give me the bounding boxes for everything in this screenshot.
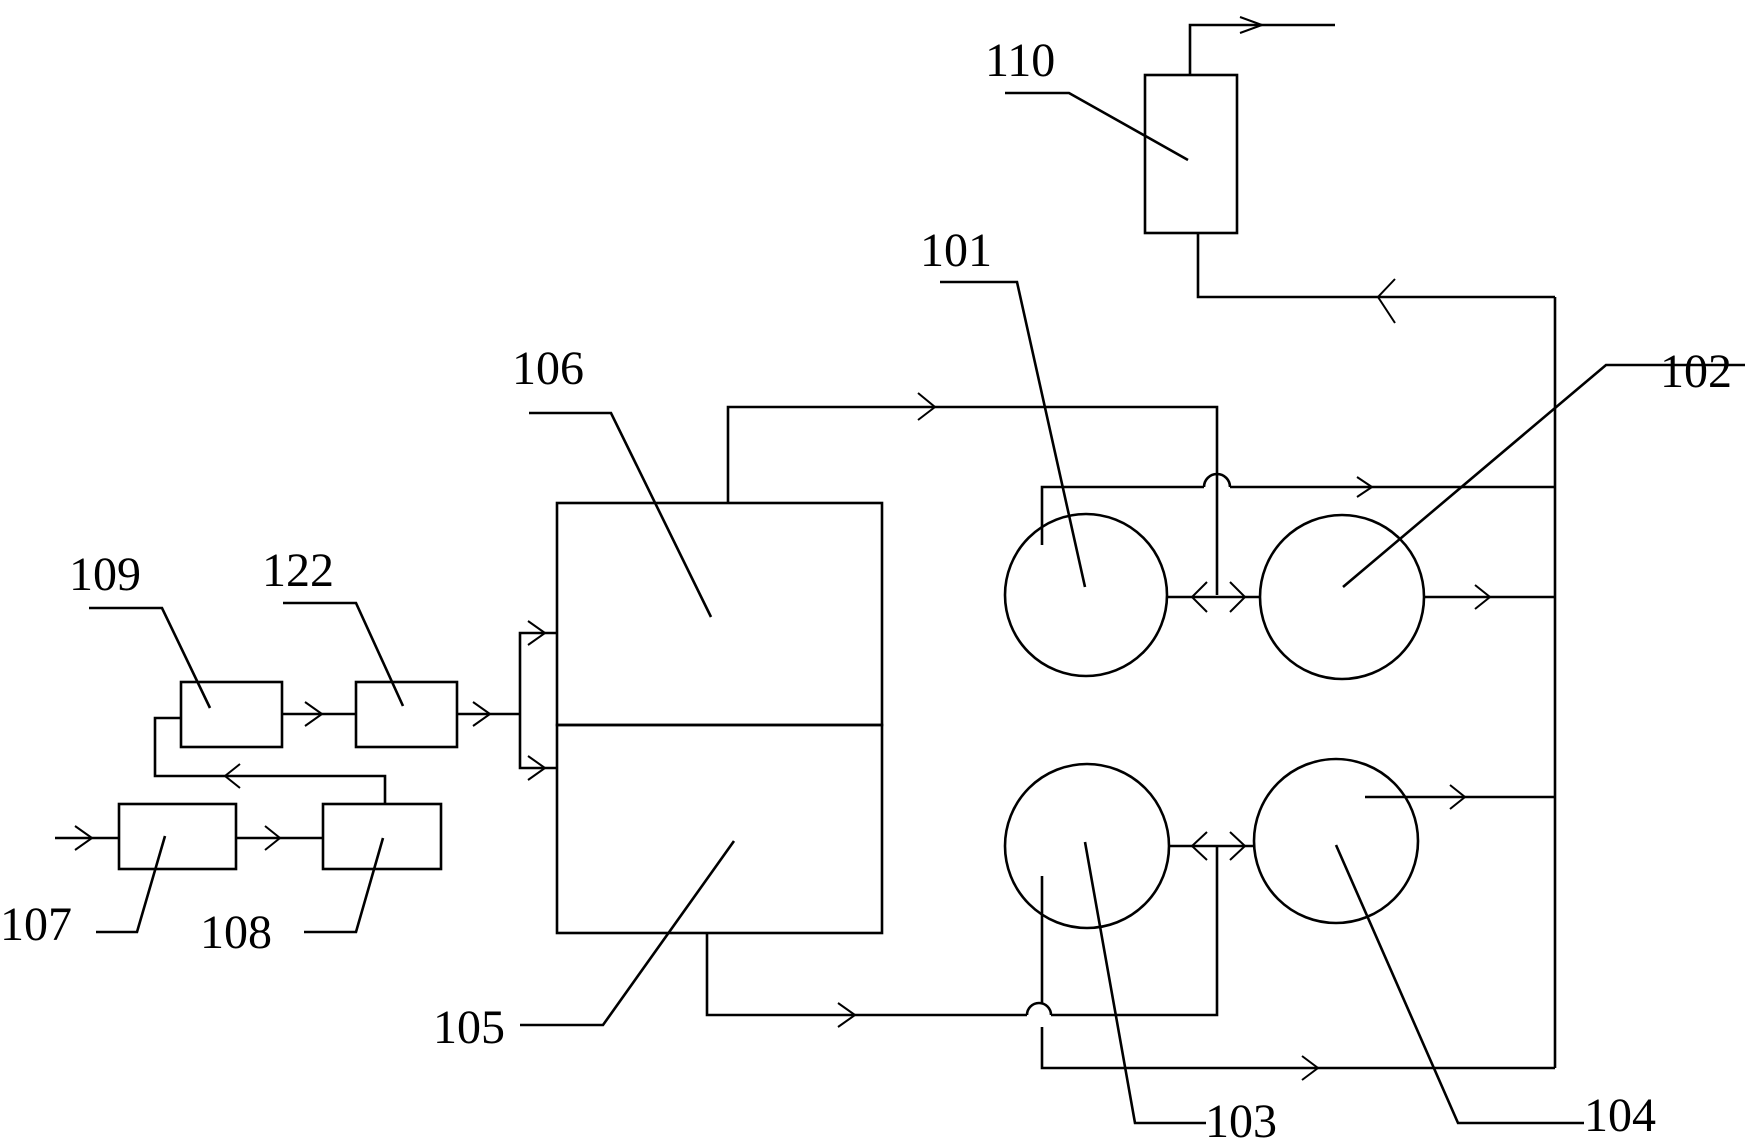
leader-103: [1083, 841, 1206, 1125]
arrow-106-to-101: [917, 392, 937, 421]
pipe-105-to-103: [705, 933, 1027, 1017]
component-109: [179, 680, 284, 749]
component-122: [354, 680, 459, 749]
leader-104: [1334, 844, 1584, 1125]
arrow-109-122: [304, 701, 324, 727]
label-104: 104: [1584, 1089, 1656, 1142]
pipe-crossover-bottom: [1025, 1001, 1053, 1016]
arrow-103-to-collector: [1301, 1055, 1320, 1081]
component-108: [321, 802, 443, 871]
label-108: 108: [200, 906, 272, 959]
label-106: 106: [512, 342, 584, 395]
leader-102: [1342, 363, 1745, 588]
label-110: 110: [985, 34, 1055, 87]
arrow-101-102-right: [1229, 581, 1247, 613]
pipe-108-109: [153, 716, 387, 804]
pipe-106-to-101: [726, 405, 1219, 595]
leader-101: [940, 280, 1087, 588]
leader-110: [1005, 91, 1189, 162]
arrow-104-outlet: [1449, 784, 1467, 810]
component-106: [555, 501, 884, 727]
arrow-107-108: [264, 825, 282, 851]
component-105: [555, 723, 884, 935]
label-109: 109: [69, 548, 141, 601]
leader-108: [304, 837, 385, 934]
component-110: [1143, 73, 1239, 235]
label-105: 105: [433, 1001, 505, 1054]
pipe-105-to-103-right: [1051, 846, 1219, 1017]
arrow-103-104-right: [1229, 831, 1247, 861]
pipe-to-110: [1196, 233, 1555, 299]
arrow-103-104-left: [1190, 831, 1208, 861]
arrow-inlet-107: [74, 825, 94, 851]
pipe-tank-split: [518, 631, 557, 770]
leader-105: [520, 840, 736, 1027]
label-101: 101: [920, 224, 992, 277]
pipe-crossover-top: [1202, 472, 1232, 488]
arrow-101-102-left: [1190, 581, 1208, 613]
component-104: [1252, 757, 1420, 925]
pipe-103-to-collector-bottom: [1040, 1027, 1555, 1070]
component-107: [117, 802, 238, 871]
leader-122: [283, 601, 405, 707]
leader-106: [529, 411, 713, 618]
leader-107: [96, 835, 167, 934]
arrow-to-110: [1376, 278, 1396, 324]
arrow-105-to-103: [837, 1002, 857, 1028]
label-102: 102: [1660, 345, 1732, 398]
arrow-102-outlet: [1474, 584, 1492, 610]
label-103: 103: [1205, 1095, 1277, 1145]
arrow-110-outlet: [1239, 16, 1265, 34]
arrow-108-109: [223, 763, 241, 789]
pipe-110-outlet: [1188, 23, 1335, 75]
arrow-tank-105: [527, 755, 547, 781]
arrow-101-to-collector: [1356, 476, 1374, 498]
component-101: [1003, 512, 1169, 678]
arrow-tank-106: [527, 620, 547, 646]
leader-109: [89, 606, 212, 709]
label-107: 107: [0, 898, 72, 951]
label-122: 122: [262, 544, 334, 597]
arrow-122-tank: [472, 701, 492, 727]
